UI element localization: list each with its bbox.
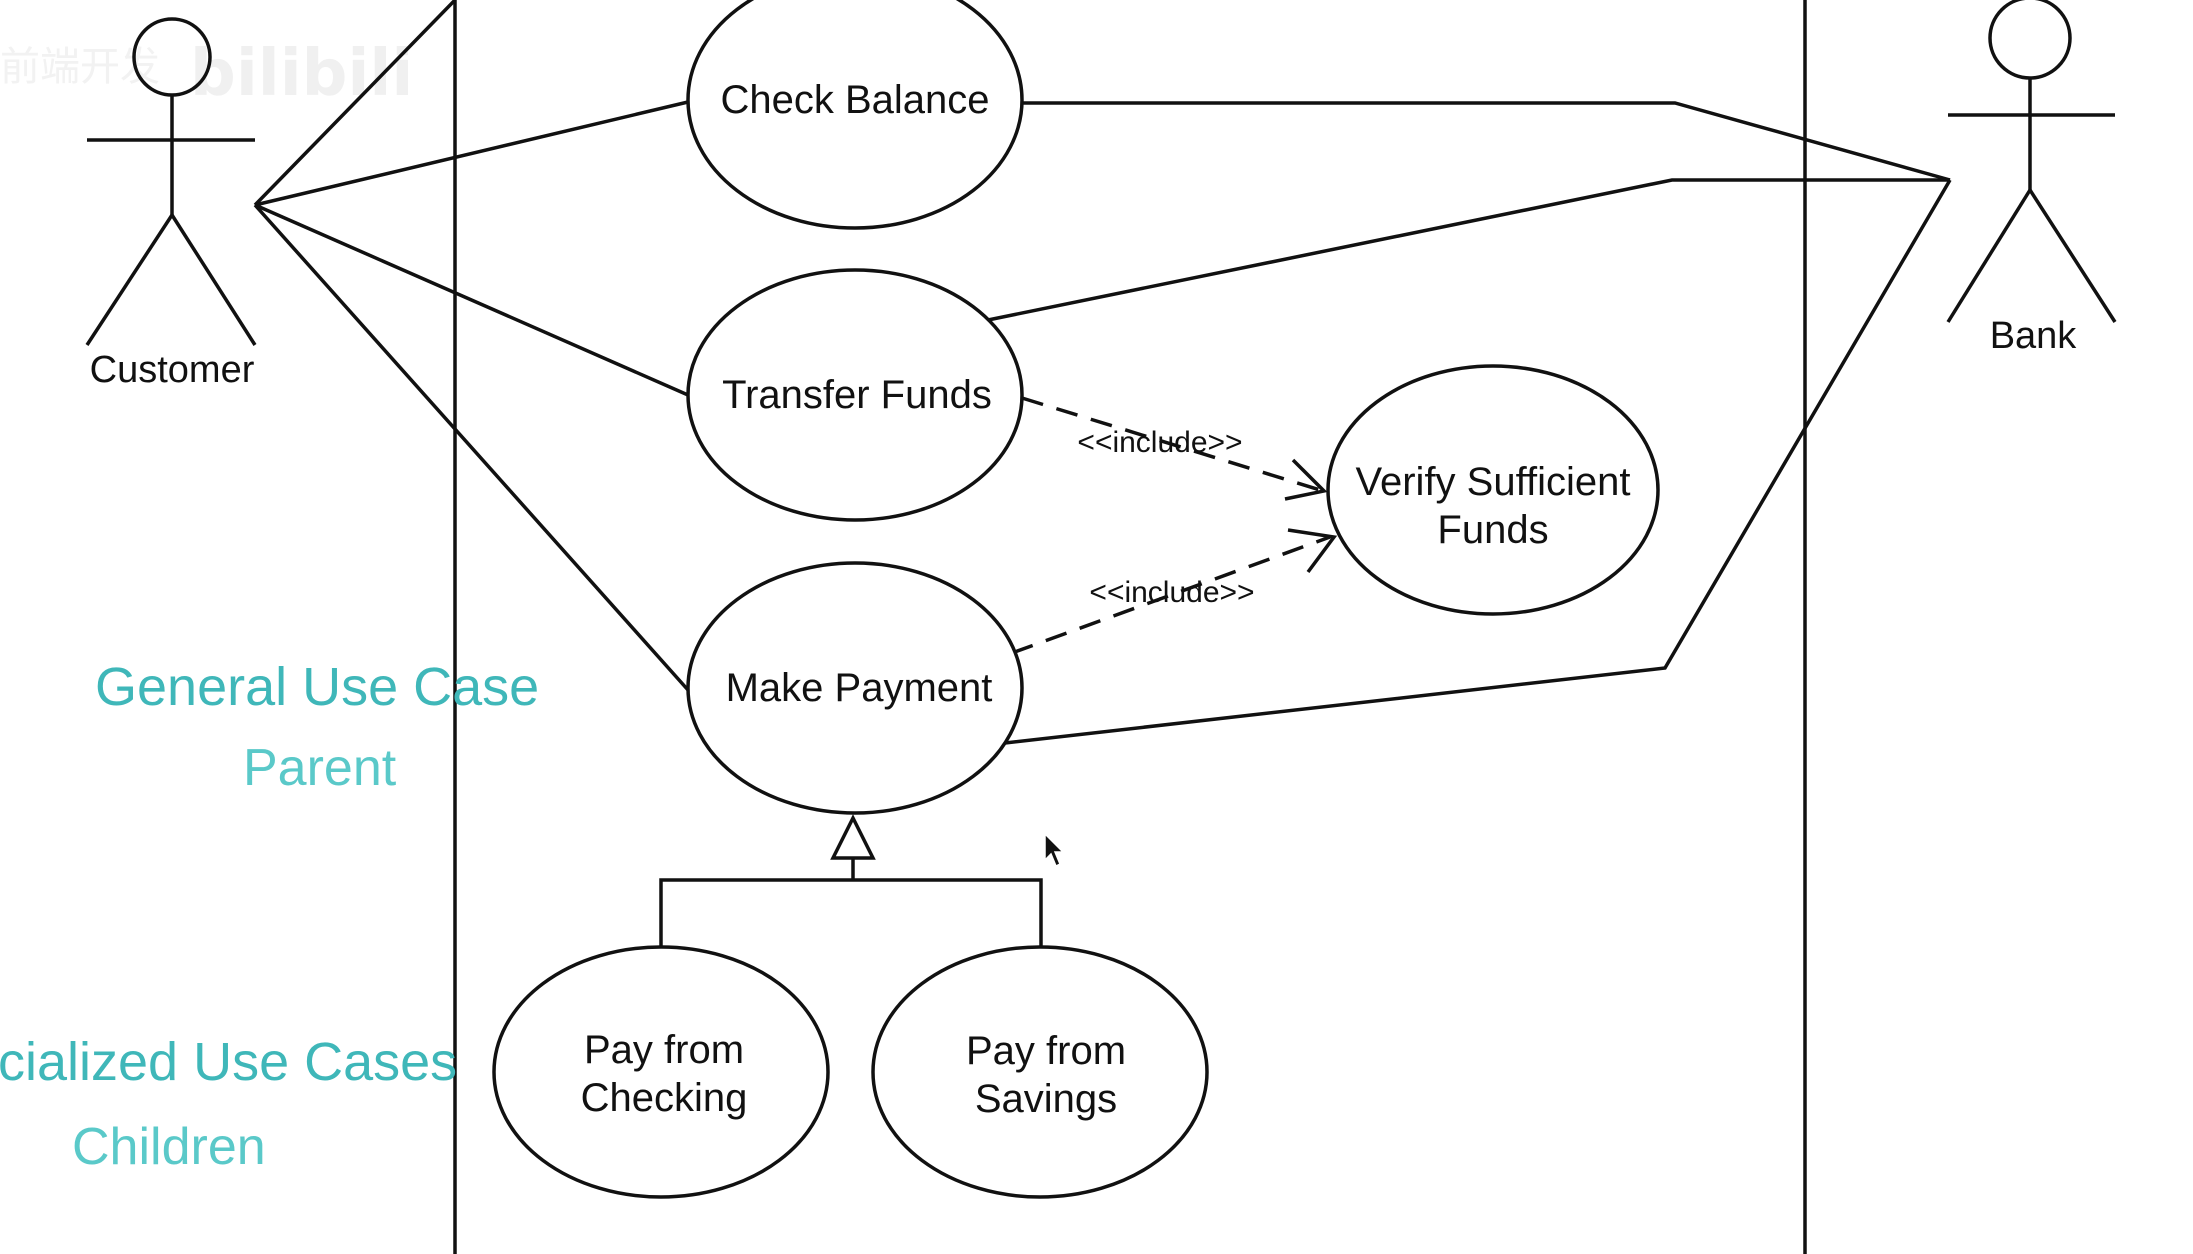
- generalization-connector: [659, 878, 1043, 955]
- check-balance-label: Check Balance: [720, 78, 989, 122]
- pay-checking-ellipse: [492, 945, 830, 1199]
- actor-bank[interactable]: Bank: [1946, 0, 2117, 357]
- use-case-check-balance[interactable]: Check Balance: [686, 0, 1024, 230]
- bank-label: Bank: [1990, 315, 2078, 357]
- customer-label: Customer: [90, 349, 255, 391]
- specialized-use-cases-subtitle: Children: [72, 1118, 266, 1176]
- bank-right-leg: [2028, 189, 2117, 323]
- mouse-cursor: [1044, 832, 1065, 868]
- include-label-2: <<include>>: [1089, 576, 1254, 609]
- association-customer-check-balance: [254, 100, 689, 207]
- make-payment-ellipse: [686, 561, 1024, 815]
- association-customer-make-payment: [253, 203, 690, 692]
- use-case-make-payment[interactable]: Make Payment: [686, 561, 1024, 815]
- pay-checking-label-line2: Checking: [581, 1076, 748, 1120]
- customer-right-leg: [170, 214, 257, 346]
- pay-savings-ellipse: [871, 945, 1209, 1199]
- use-case-verify-sufficient-funds[interactable]: Verify Sufficient Funds: [1326, 364, 1660, 616]
- include-label-1: <<include>>: [1077, 426, 1242, 459]
- include-dependencies: <<include>> <<include>>: [1011, 396, 1338, 655]
- bilibili-logo: bilibili: [190, 37, 413, 111]
- pay-checking-label-line1: Pay from: [584, 1028, 744, 1072]
- actor-customer[interactable]: Customer: [85, 17, 257, 391]
- use-case-pay-from-savings[interactable]: Pay from Savings: [871, 945, 1209, 1199]
- associations: [253, 0, 1952, 745]
- annotation-general: General Use Case Parent: [95, 657, 539, 797]
- use-case-transfer-funds[interactable]: Transfer Funds: [686, 268, 1024, 522]
- include-arrowhead-1: [1284, 458, 1328, 501]
- association-customer-transfer-funds: [254, 203, 689, 397]
- general-use-case-subtitle: Parent: [243, 739, 397, 797]
- use-case-pay-from-checking[interactable]: Pay from Checking: [492, 945, 830, 1199]
- association-bank-transfer-funds: [987, 178, 1950, 322]
- bank-head: [1988, 0, 2072, 80]
- include-arrowhead-2: [1287, 528, 1338, 574]
- generalization-triangle: [830, 814, 876, 860]
- include-line-transfer-verify: [1021, 396, 1321, 492]
- check-balance-ellipse: [686, 0, 1024, 230]
- specialized-use-cases-title: cialized Use Cases: [0, 1032, 457, 1092]
- association-bank-make-payment: [1004, 179, 1952, 745]
- pay-savings-label-line2: Savings: [975, 1077, 1117, 1121]
- generalization: [659, 814, 1043, 955]
- annotation-specialized: cialized Use Cases Children: [0, 1032, 457, 1176]
- association-bank-check-balance: [1022, 101, 1951, 182]
- transfer-funds-label: Transfer Funds: [722, 373, 992, 417]
- bank-left-leg: [1946, 189, 2032, 323]
- verify-funds-label-line2: Funds: [1437, 508, 1548, 552]
- verify-funds-ellipse: [1326, 364, 1660, 616]
- pay-savings-label-line1: Pay from: [966, 1029, 1126, 1073]
- verify-funds-label-line1: Verify Sufficient: [1356, 460, 1631, 504]
- association-customer-offscreen: [253, 0, 457, 207]
- transfer-funds-ellipse: [686, 268, 1024, 522]
- cursor-arrow-icon: [1044, 832, 1065, 868]
- customer-left-leg: [85, 214, 174, 346]
- make-payment-label: Make Payment: [726, 666, 993, 710]
- system-boundary: [453, 0, 1807, 1254]
- include-line-payment-verify: [1011, 535, 1331, 655]
- general-use-case-title: General Use Case: [95, 657, 539, 717]
